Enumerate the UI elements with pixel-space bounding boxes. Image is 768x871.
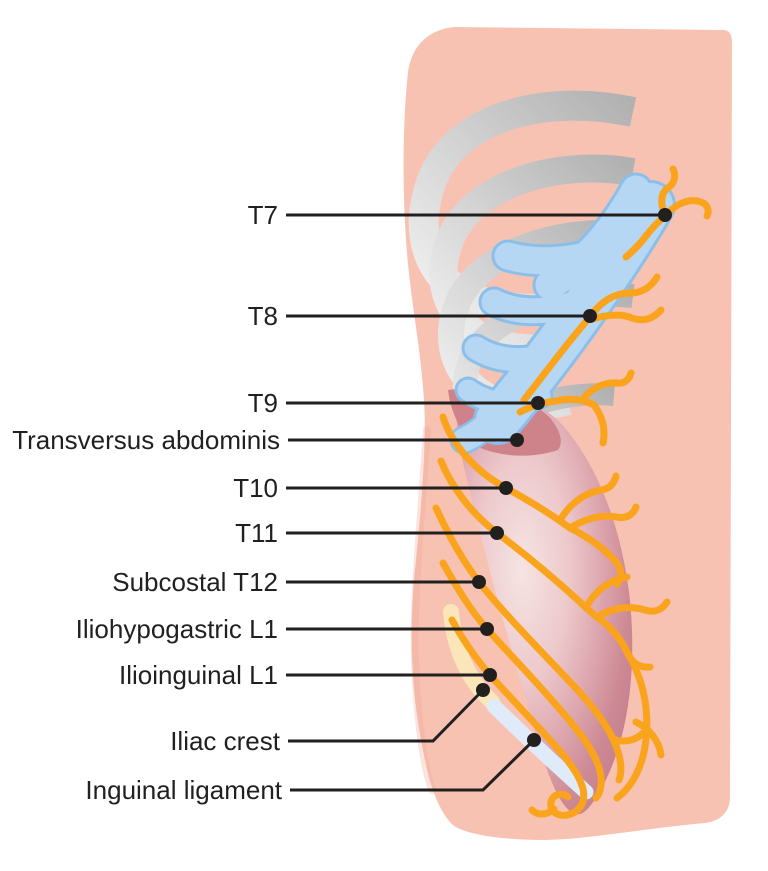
dot-ilioinguinal-l1 xyxy=(483,668,497,682)
nerve-ilioinguinal xyxy=(448,616,585,787)
label-inguinal-ligament: Inguinal ligament xyxy=(85,775,282,805)
skin-shadow xyxy=(410,426,436,794)
label-subcostal-t12: Subcostal T12 xyxy=(112,567,278,597)
dot-t10 xyxy=(499,481,513,495)
leader-inguinal-ligament xyxy=(290,738,536,792)
nerve-t10-branch xyxy=(566,503,640,532)
dot-t7 xyxy=(658,208,672,222)
label-t10: T10 xyxy=(233,473,278,503)
label-iliac-crest: Iliac crest xyxy=(170,726,281,756)
dot-inguinal-ligament xyxy=(527,733,541,747)
leader-lines xyxy=(286,213,665,792)
nerve-t8 xyxy=(520,313,594,404)
dot-transversus-abdominis xyxy=(510,433,524,447)
label-t9: T9 xyxy=(248,388,278,418)
dot-t9 xyxy=(531,396,545,410)
nerves xyxy=(432,165,712,819)
label-t7: T7 xyxy=(248,200,278,230)
dot-subcostal-t12 xyxy=(472,575,486,589)
dot-t11 xyxy=(490,526,504,540)
nerve-t11-branch xyxy=(613,650,651,802)
label-transversus-abdominis: Transversus abdominis xyxy=(12,425,280,455)
leader-iliac-crest xyxy=(288,688,485,743)
dot-t8 xyxy=(583,309,597,323)
nerve-t9-branch xyxy=(590,401,608,447)
nerve-t11-branch xyxy=(593,598,671,621)
nerve-t7-branch xyxy=(622,232,650,261)
nerve-t11-branch xyxy=(583,573,631,610)
nerve-t12-branch xyxy=(609,729,647,745)
label-t11: T11 xyxy=(235,518,278,548)
nerve-t7-branch xyxy=(658,165,679,219)
labels: T7 T8 T9 Transversus abdominis T10 T11 S… xyxy=(12,200,283,805)
nerve-subcostal-t12 xyxy=(432,504,625,784)
label-t8: T8 xyxy=(248,301,278,331)
nerve-t8-branch xyxy=(586,273,661,321)
transversus-abdominis-muscle xyxy=(455,393,633,815)
nerve-iliohypogastric xyxy=(439,559,605,802)
nerve-t10-branch xyxy=(556,472,620,524)
nerve-t8-branch xyxy=(588,306,665,324)
inguinal-ligament-shape xyxy=(486,698,594,800)
dot-iliohypogastric-l1 xyxy=(480,622,494,636)
label-ilioinguinal-l1: Ilioinguinal L1 xyxy=(119,660,278,690)
dot-iliac-crest xyxy=(476,683,490,697)
nerve-ilioinguinal-hook xyxy=(547,779,588,819)
nerve-t9-branch xyxy=(579,369,635,403)
leader-dots xyxy=(472,208,672,747)
nerve-branch xyxy=(632,718,665,759)
nerve-t7-branch xyxy=(663,197,712,220)
nerve-branch xyxy=(528,805,558,818)
label-iliohypogastric-l1: Iliohypogastric L1 xyxy=(76,614,278,644)
